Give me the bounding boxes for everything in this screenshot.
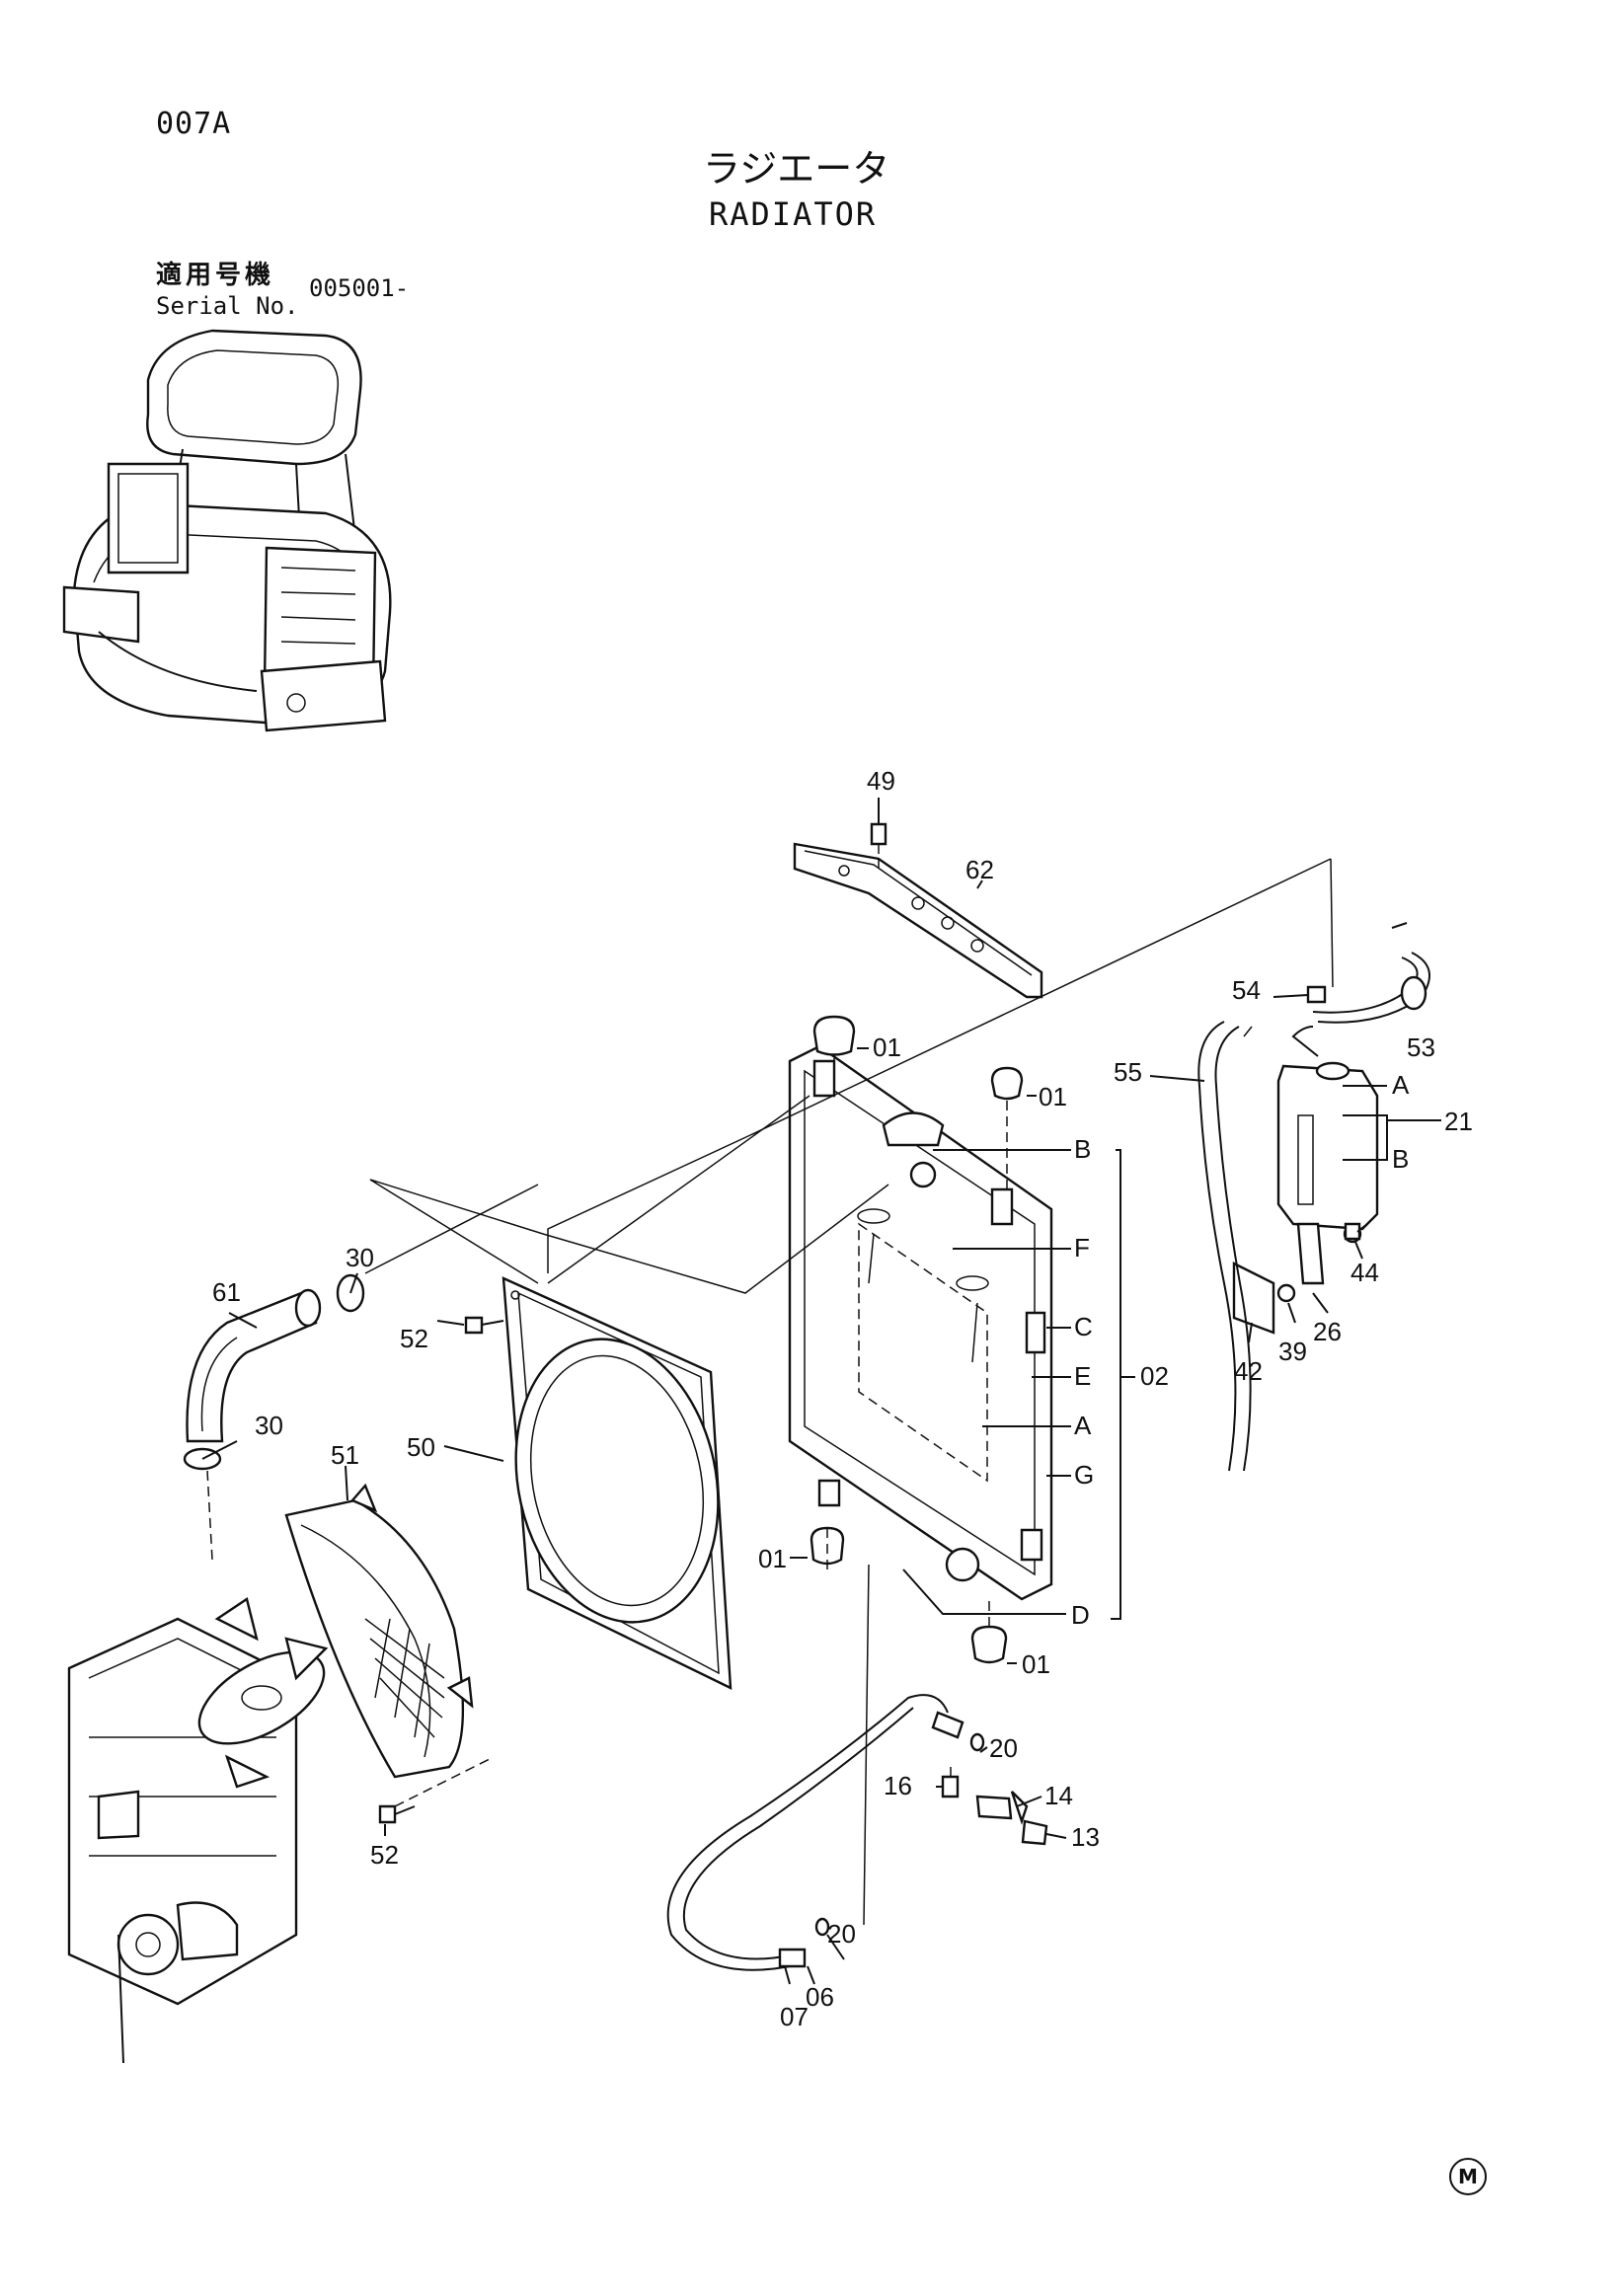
callout-label: 21 [1444,1107,1473,1136]
upper-hose [183,1273,365,1471]
radiator-core [788,1044,1053,1601]
serial-label-japanese: 適用号機 [156,261,275,290]
drain-hose [666,1694,1048,1971]
callout-label: 50 [407,1432,435,1462]
mounting-bracket [793,809,1043,999]
callout-label: B [1074,1134,1091,1164]
callout-label: G [1074,1460,1094,1490]
fan-guard [284,1483,474,1779]
callout-label: 54 [1232,975,1261,1005]
callout-labels: 49 62 01 01 54 53 55 A 21 B B F C E 02 A… [212,766,1473,2031]
callout-label: 55 [1114,1057,1142,1087]
callout-label: 62 [965,855,994,884]
excavator-cab-illustration [62,329,392,732]
callout-label: 52 [370,1840,399,1870]
engine-block [67,1597,329,2064]
callout-label: 30 [255,1411,283,1440]
callout-label: 44 [1350,1258,1379,1287]
rubber-mount [810,1015,1024,1664]
page-title: RADIATOR [709,195,878,233]
callout-label: 16 [884,1771,912,1800]
callout-label: 07 [780,2002,809,2031]
callout-label: 01 [1039,1082,1067,1111]
callout-label: 01 [1022,1649,1050,1679]
callout-label: D [1071,1600,1090,1630]
callout-label: 26 [1313,1317,1342,1346]
callout-label: 01 [758,1544,787,1573]
callout-label: 06 [806,1982,834,2012]
callout-label: 51 [331,1440,359,1470]
callout-label: 52 [400,1324,428,1353]
bolt-icon [378,1222,1361,1824]
callout-label: A [1074,1411,1092,1440]
callout-label: F [1074,1233,1090,1263]
fan-shroud [501,1276,733,1690]
callout-label: 20 [827,1919,856,1949]
title-japanese: ラジエータ [703,147,890,191]
callout-label: B [1392,1144,1409,1174]
reserve-tank [1232,1061,1379,1335]
callout-label: 20 [989,1733,1018,1763]
callout-label: 39 [1278,1337,1307,1366]
callout-label: 01 [873,1033,901,1062]
page-code: 007A [156,107,232,141]
callout-label: 61 [212,1277,241,1307]
callout-label: A [1392,1070,1410,1100]
callout-label: 13 [1071,1822,1100,1852]
callout-label: 14 [1044,1781,1073,1810]
maker-mark-icon: M [1449,2158,1487,2195]
callout-label: 49 [867,766,895,796]
leader-lines [201,798,1441,1985]
callout-label: 30 [346,1243,374,1272]
callout-label: 53 [1407,1033,1435,1062]
callout-label: 42 [1234,1356,1263,1386]
alignment-lines [206,858,1334,1926]
overflow-hose [1197,922,1430,1472]
callout-label: E [1074,1361,1091,1391]
mesh-pattern [364,1618,445,1738]
serial-range: 005001- [309,274,410,302]
callout-label: 02 [1140,1361,1169,1391]
callout-label: C [1074,1312,1093,1341]
serial-label: Serial No. [156,292,299,320]
